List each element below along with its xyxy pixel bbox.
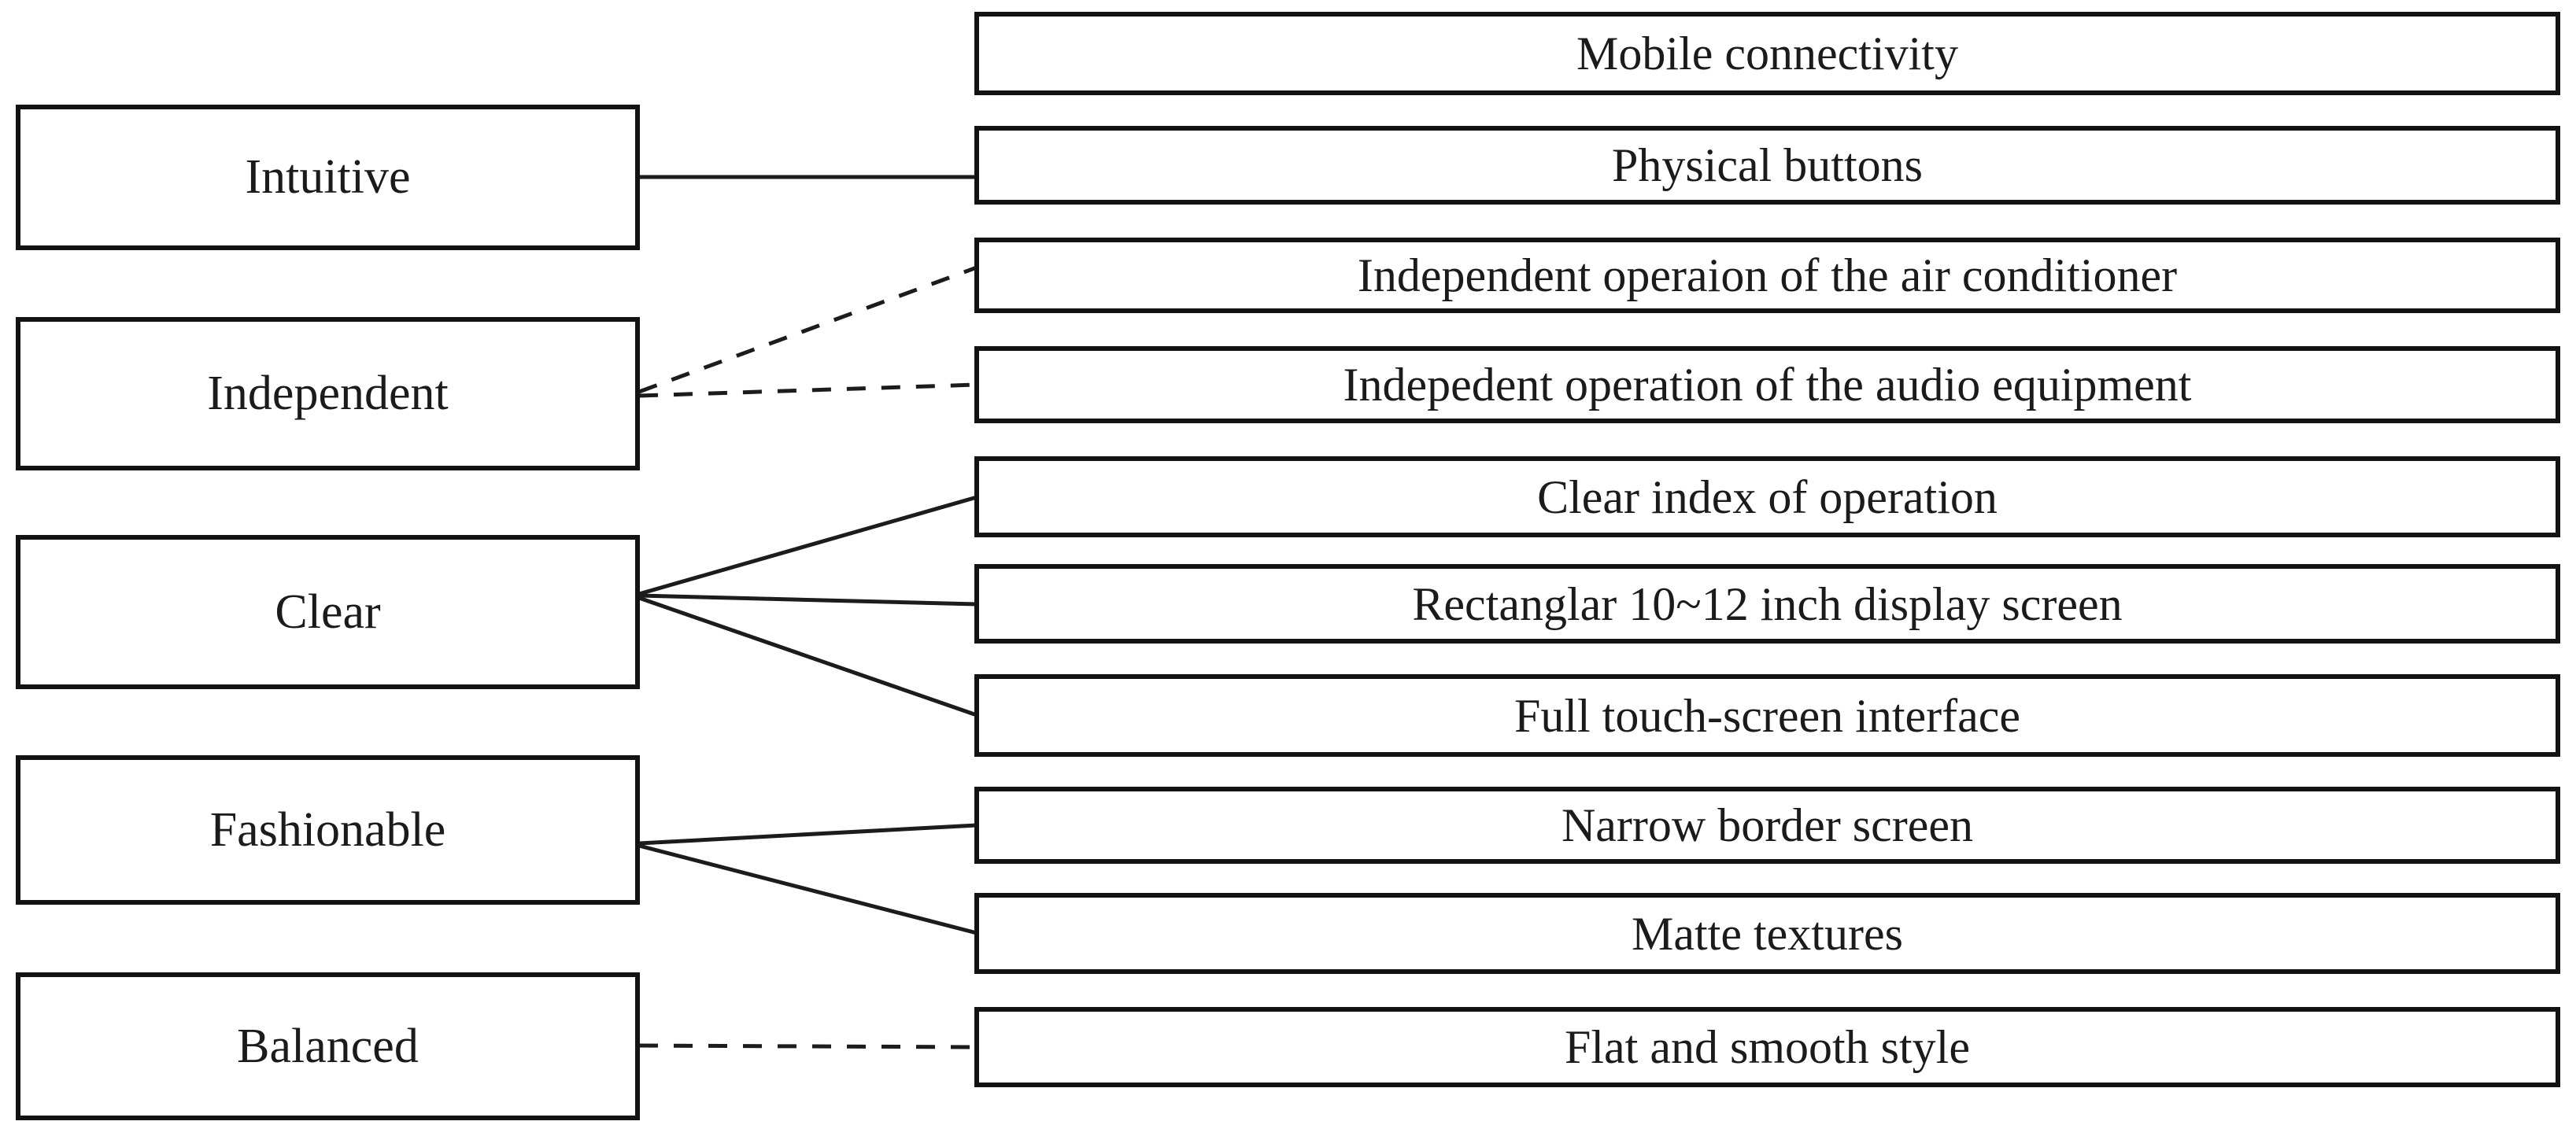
left-node-independent: Independent	[16, 317, 640, 470]
right-node-independent-operation-air-conditioner: Independent operaion of the air conditio…	[974, 238, 2560, 313]
right-node-label: Independent operaion of the air conditio…	[1357, 249, 2178, 301]
left-node-label: Independent	[207, 367, 449, 421]
right-node-label: Narrow border screen	[1561, 799, 1974, 851]
left-node-intuitive: Intuitive	[16, 105, 640, 250]
right-node-label: Physical buttons	[1611, 139, 1923, 191]
connector-independent-to-independent-operation-audio-equipment	[638, 382, 978, 398]
right-node-matte-textures: Matte textures	[974, 893, 2560, 974]
right-node-label: Indepedent operation of the audio equipm…	[1343, 359, 2192, 411]
right-node-clear-index-of-operation: Clear index of operation	[974, 456, 2560, 537]
right-node-label: Flat and smooth style	[1565, 1021, 1970, 1073]
right-node-rectangular-display-screen: Rectanglar 10~12 inch display screen	[974, 564, 2560, 644]
right-node-narrow-border-screen: Narrow border screen	[974, 787, 2560, 864]
left-node-balanced: Balanced	[16, 972, 640, 1120]
right-node-label: Clear index of operation	[1537, 470, 1998, 523]
right-node-full-touch-screen-interface: Full touch-screen interface	[974, 674, 2560, 757]
connector-independent-to-independent-operation-air-conditioner	[638, 265, 978, 394]
connector-clear-to-clear-index-of-operation	[638, 495, 978, 596]
left-node-label: Balanced	[237, 1019, 419, 1073]
connector-fashionable-to-narrow-border-screen	[638, 823, 978, 846]
left-node-fashionable: Fashionable	[16, 755, 640, 905]
right-node-label: Matte textures	[1632, 907, 1903, 960]
left-node-label: Intuitive	[245, 150, 411, 205]
connector-clear-to-rectangular-display-screen	[638, 593, 978, 607]
left-node-label: Clear	[275, 585, 381, 639]
left-node-label: Fashionable	[209, 802, 446, 857]
right-node-mobile-connectivity: Mobile connectivity	[974, 12, 2560, 95]
right-node-physical-buttons: Physical buttons	[974, 126, 2560, 205]
right-node-flat-and-smooth-style: Flat and smooth style	[974, 1007, 2560, 1087]
connector-fashionable-to-matte-textures	[638, 843, 978, 935]
right-node-label: Rectanglar 10~12 inch display screen	[1412, 577, 2123, 630]
right-node-label: Mobile connectivity	[1576, 28, 1958, 79]
connector-clear-to-full-touch-screen-interface	[638, 596, 978, 717]
right-node-label: Full touch-screen interface	[1513, 689, 2021, 742]
right-node-independent-operation-audio-equipment: Indepedent operation of the audio equipm…	[974, 346, 2560, 423]
connector-balanced-to-flat-and-smooth-style	[638, 1043, 978, 1049]
left-node-clear: Clear	[16, 535, 640, 689]
